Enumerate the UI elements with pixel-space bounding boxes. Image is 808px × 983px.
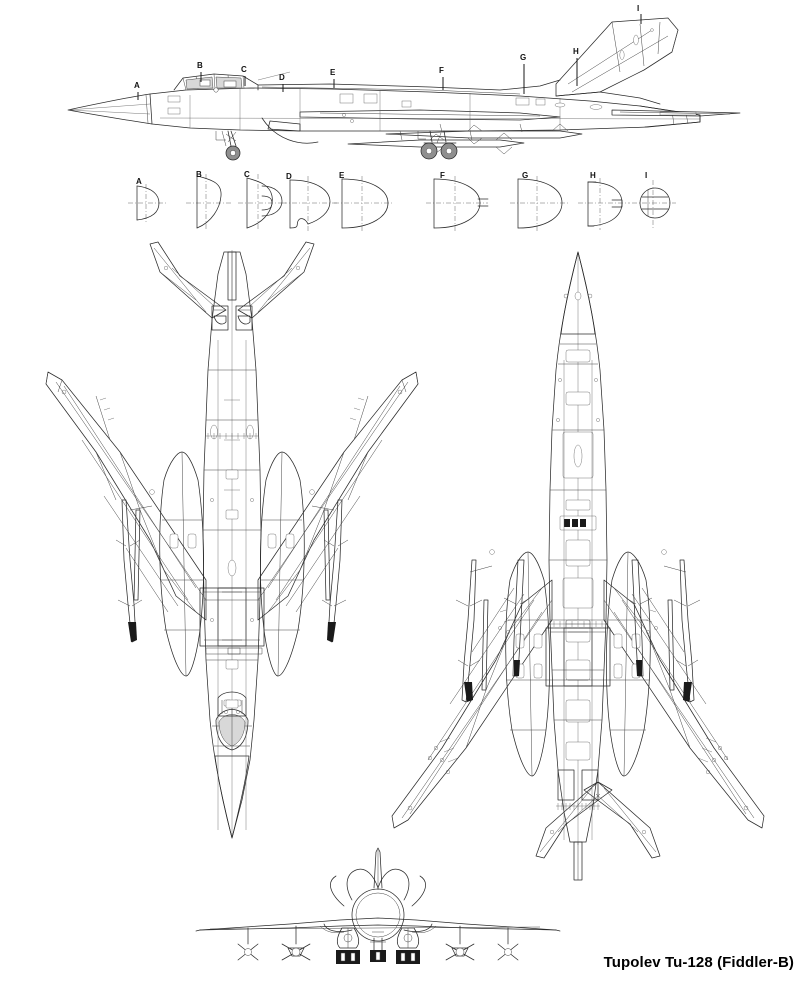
fuselage-cross-section-row: A B C D E <box>128 170 676 232</box>
station-label: H <box>573 47 579 56</box>
section-label: B <box>196 170 202 179</box>
cross-section-B: B <box>186 170 232 230</box>
section-label: E <box>339 171 345 180</box>
section-label: F <box>440 171 445 180</box>
front-elevation-view <box>195 847 561 964</box>
bottom-plan-view <box>391 251 765 881</box>
section-label: H <box>590 171 596 180</box>
cross-section-H: H <box>578 171 630 230</box>
drawing-title: Tupolev Tu-128 (Fiddler-B) <box>603 954 794 971</box>
cross-section-E: E <box>334 171 394 232</box>
cross-section-A: A <box>128 177 166 222</box>
section-label: I <box>645 171 647 180</box>
cross-section-G: G <box>510 171 570 232</box>
cross-section-D: D <box>282 172 338 232</box>
section-label: D <box>286 172 292 181</box>
station-label: B <box>197 61 203 70</box>
section-label: C <box>244 170 250 179</box>
cross-section-F: F <box>426 171 489 232</box>
cross-section-C: C <box>238 170 288 230</box>
station-label: D <box>279 73 285 82</box>
cross-section-I: I <box>632 171 676 228</box>
station-label: F <box>439 66 444 75</box>
station-label: I <box>637 4 639 13</box>
side-elevation-view: A B C D E F G H I <box>67 4 741 161</box>
station-label: A <box>134 81 140 90</box>
section-label: G <box>522 171 528 180</box>
top-plan-view <box>45 241 419 839</box>
station-label: E <box>330 68 336 77</box>
station-label: G <box>520 53 526 62</box>
section-label: A <box>136 177 142 186</box>
station-label: C <box>241 65 247 74</box>
side-station-markers: A B C D E F G H I <box>134 4 642 100</box>
